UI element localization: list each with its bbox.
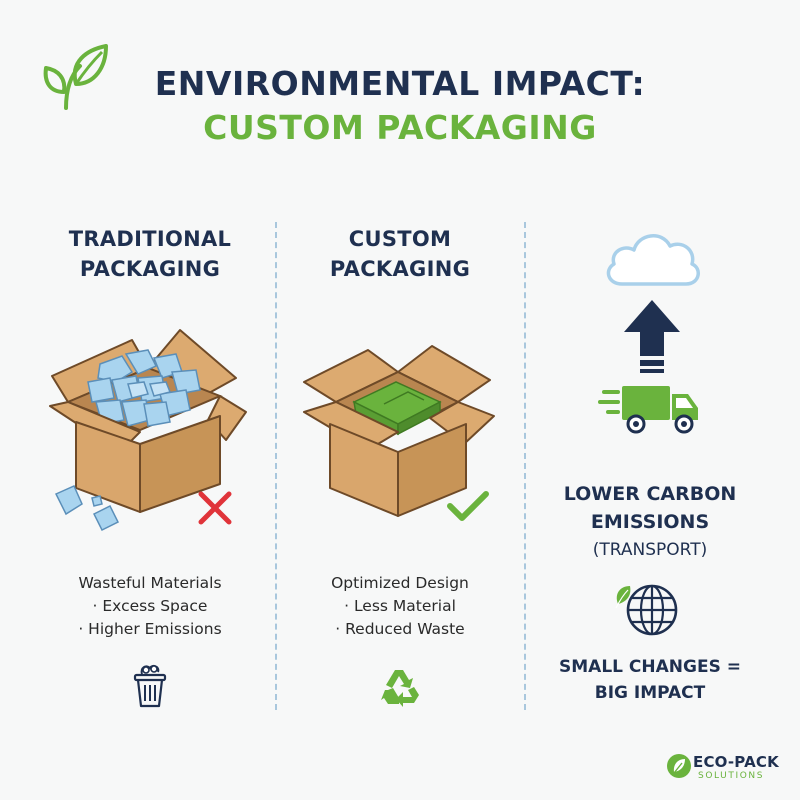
title-line-1: ENVIRONMENTAL IMPACT: <box>154 64 646 103</box>
green-check-icon <box>447 491 489 521</box>
divider-left <box>275 222 277 710</box>
trash-bin-icon <box>133 664 167 708</box>
brand-logo-icon <box>667 754 691 778</box>
traditional-heading-line2: PACKAGING <box>79 257 221 281</box>
list-item: · Reduced Waste <box>335 620 465 638</box>
emissions-heading-line1: LOWER CARBON <box>563 483 737 505</box>
list-item: · Less Material <box>344 597 456 615</box>
traditional-heading: TRADITIONAL PACKAGING <box>40 224 260 284</box>
custom-heading: CUSTOM PACKAGING <box>290 224 510 284</box>
cloud-icon <box>606 234 700 286</box>
emissions-heading-line3: (TRANSPORT) <box>592 540 708 560</box>
impact-tagline-line1: SMALL CHANGES = <box>559 657 741 677</box>
traditional-heading-line1: TRADITIONAL <box>68 227 232 251</box>
red-x-icon <box>198 491 232 525</box>
overfilled-box-illustration <box>49 329 247 532</box>
traditional-points: Wasteful Materials · Excess Space · High… <box>40 572 260 641</box>
recycle-icon <box>381 670 419 707</box>
list-item: Wasteful Materials <box>78 574 222 592</box>
list-item: Optimized Design <box>331 574 469 592</box>
divider-right <box>524 222 526 710</box>
brand-subtitle: SOLUTIONS <box>698 771 765 781</box>
custom-heading-line1: CUSTOM <box>348 227 452 251</box>
emissions-heading-line2: EMISSIONS <box>590 511 710 533</box>
leaf-logo-icon <box>43 44 108 110</box>
custom-heading-line2: PACKAGING <box>329 257 471 281</box>
delivery-truck-icon <box>598 386 698 434</box>
emissions-heading: LOWER CARBON EMISSIONS (TRANSPORT) <box>548 480 752 564</box>
impact-tagline-line2: BIG IMPACT <box>594 683 706 703</box>
globe-leaf-icon <box>615 584 678 636</box>
title-line-2: CUSTOM PACKAGING <box>203 108 597 147</box>
brand-name: ECO-PACK <box>693 753 779 771</box>
up-arrow-icon <box>624 300 680 373</box>
impact-tagline: SMALL CHANGES = BIG IMPACT <box>548 654 752 706</box>
custom-points: Optimized Design · Less Material · Reduc… <box>290 572 510 641</box>
list-item: · Excess Space <box>92 597 208 615</box>
list-item: · Higher Emissions <box>78 620 222 638</box>
fitted-box-illustration <box>303 345 495 517</box>
